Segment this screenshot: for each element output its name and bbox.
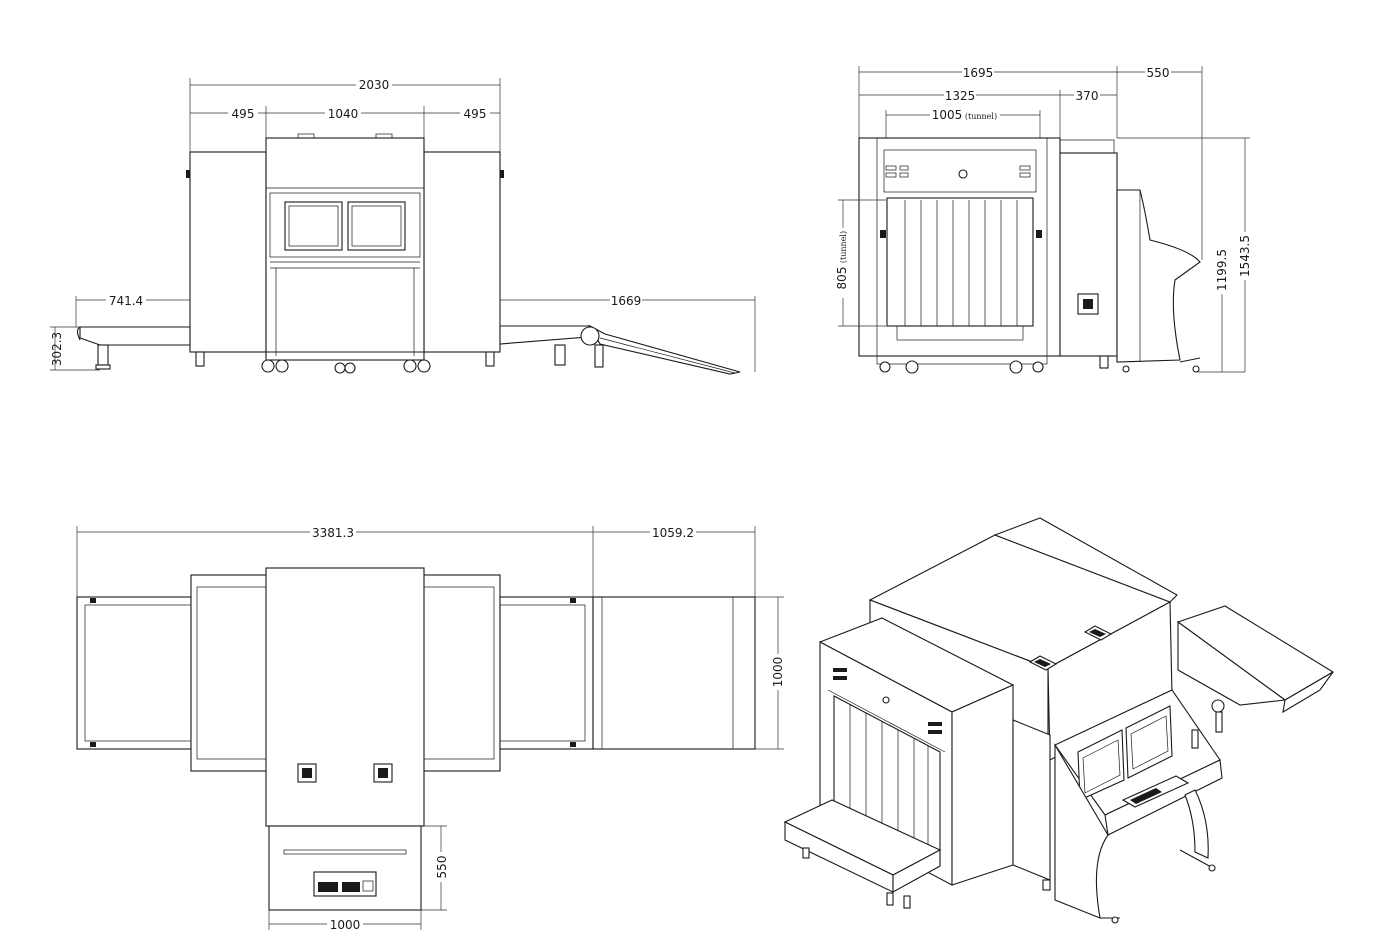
iso-monitor-left (1077, 729, 1125, 801)
dim-label: 495 (464, 107, 487, 121)
in-conveyor-top (76, 596, 192, 750)
dim-label: 1199.5 (1215, 249, 1229, 291)
dim-front-total: 2030 (189, 77, 501, 152)
top-view: 3381.3 1059.2 (76, 525, 786, 932)
dim-label: 1000 (330, 918, 361, 932)
isometric-view (783, 517, 1335, 924)
dim-label: 3381.3 (312, 526, 354, 540)
out-conveyor-top (499, 596, 594, 750)
monitor-right (347, 201, 406, 251)
dim-label: 1325 (945, 89, 976, 103)
dim-label: 805 (835, 267, 849, 290)
dim-label: 1669 (611, 294, 642, 308)
dim-label: 495 (232, 107, 255, 121)
dim-label: 1543.5 (1238, 235, 1252, 277)
dim-label: 1040 (328, 107, 359, 121)
dim-label: 741.4 (109, 294, 143, 308)
dim-label: 550 (435, 856, 449, 879)
dim-label: 1695 (963, 66, 994, 80)
ramp-top (592, 596, 756, 750)
dim-top-vertical: 1000 550 1000 (268, 596, 786, 932)
right-housing (423, 151, 501, 353)
dim-top-horizontal: 3381.3 1059.2 (76, 525, 756, 597)
side-view: 1695 550 1325 370 1005 (tunnel) (834, 65, 1252, 374)
dim-side-vertical: 805 (tunnel) 1199.5 1543.5 (834, 137, 1252, 373)
dim-label: 1059.2 (652, 526, 694, 540)
side-panel (1059, 152, 1118, 357)
dim-side-top: 1695 550 1325 370 1005 (tunnel) (858, 65, 1203, 260)
tunnel-opening (886, 197, 1034, 327)
operator-desk-top (268, 825, 422, 911)
out-ramp (588, 324, 741, 375)
dim-label: 370 (1076, 89, 1099, 103)
dim-note: (tunnel) (965, 112, 997, 121)
dim-label: 2030 (359, 78, 390, 92)
dim-label: 302.3 (50, 332, 64, 366)
left-housing (189, 151, 267, 353)
dim-label: 1000 (771, 657, 785, 688)
dim-front-segments: 495 1040 495 (190, 106, 500, 138)
console-profile (1116, 189, 1201, 363)
key-switch (958, 169, 968, 179)
dim-label: 1005 (932, 108, 963, 122)
console-top (265, 567, 425, 827)
dim-note: (tunnel) (839, 231, 848, 263)
dim-label: 550 (1147, 66, 1170, 80)
iso-monitor-right (1125, 705, 1173, 779)
dim-front-conveyors: 741.4 1669 302.3 (50, 293, 756, 372)
front-view: 2030 495 1040 495 (50, 77, 756, 375)
monitor-left (284, 201, 343, 251)
in-conveyor (79, 326, 191, 346)
